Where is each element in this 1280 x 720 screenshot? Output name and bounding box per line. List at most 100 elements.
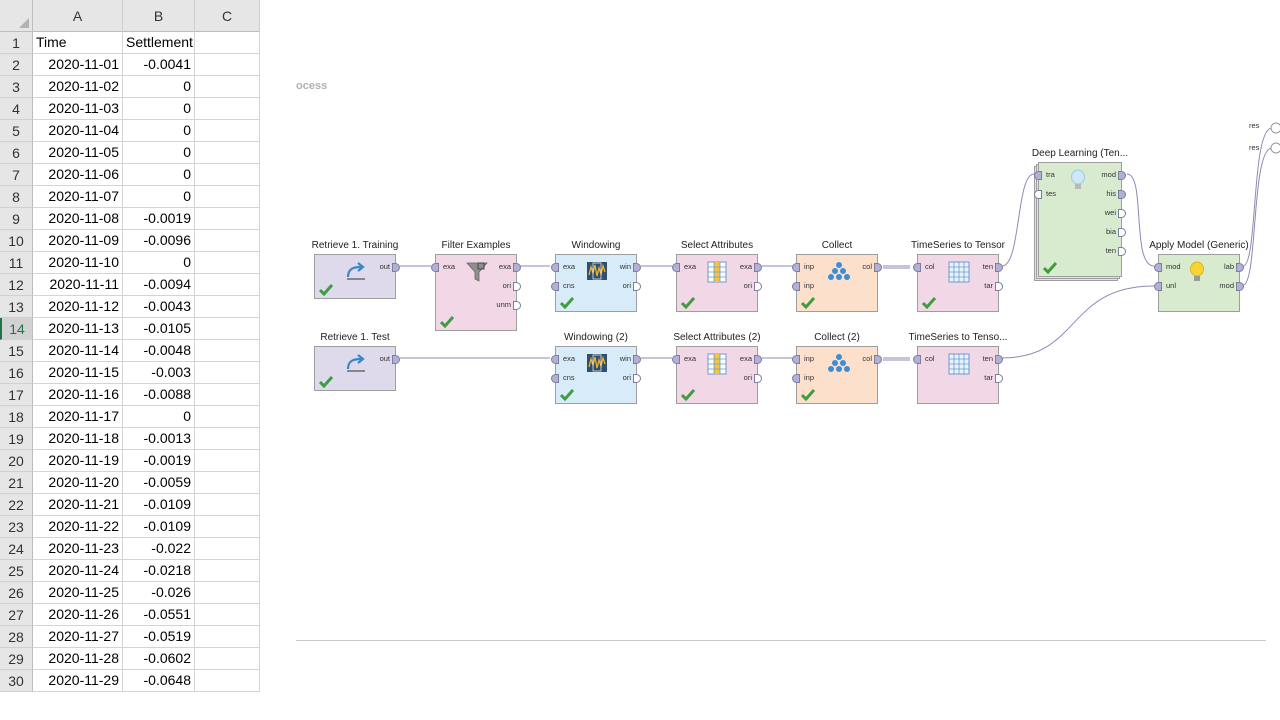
- input-port[interactable]: [551, 263, 559, 272]
- cell-a[interactable]: 2020-11-22: [33, 516, 123, 538]
- cell-a[interactable]: 2020-11-10: [33, 252, 123, 274]
- output-port[interactable]: [874, 263, 882, 272]
- cell-c[interactable]: [195, 648, 260, 670]
- cell-a[interactable]: 2020-11-20: [33, 472, 123, 494]
- cell-b[interactable]: -0.0109: [123, 516, 195, 538]
- cell-a[interactable]: 2020-11-14: [33, 340, 123, 362]
- cell-b[interactable]: -0.0109: [123, 494, 195, 516]
- output-port[interactable]: [633, 355, 641, 364]
- output-port[interactable]: [392, 263, 400, 272]
- output-port[interactable]: [1118, 247, 1126, 256]
- cell-c[interactable]: [195, 428, 260, 450]
- cell-b[interactable]: -0.0551: [123, 604, 195, 626]
- cell-a[interactable]: 2020-11-08: [33, 208, 123, 230]
- cell-a[interactable]: 2020-11-25: [33, 582, 123, 604]
- output-port[interactable]: [754, 263, 762, 272]
- cell-a[interactable]: 2020-11-21: [33, 494, 123, 516]
- cell-a[interactable]: 2020-11-16: [33, 384, 123, 406]
- row-number[interactable]: 21: [0, 472, 33, 494]
- column-header-c[interactable]: C: [195, 0, 260, 32]
- output-port[interactable]: [1236, 263, 1244, 272]
- output-port[interactable]: [1236, 282, 1244, 291]
- input-port[interactable]: [792, 355, 800, 364]
- row-number[interactable]: 30: [0, 670, 33, 692]
- cell-b[interactable]: -0.0648: [123, 670, 195, 692]
- operator-name[interactable]: Deep Learning (Ten...: [1031, 148, 1129, 159]
- input-port[interactable]: [551, 282, 559, 291]
- cell-b[interactable]: -0.0048: [123, 340, 195, 362]
- row-number[interactable]: 5: [0, 120, 33, 142]
- cell-c[interactable]: [195, 516, 260, 538]
- cell-c[interactable]: [195, 604, 260, 626]
- cell-a[interactable]: 2020-11-12: [33, 296, 123, 318]
- output-port[interactable]: [633, 282, 641, 291]
- cell-c[interactable]: [195, 538, 260, 560]
- input-port[interactable]: [1034, 190, 1042, 199]
- operator-name[interactable]: TimeSeries to Tensor: [911, 240, 1005, 251]
- row-number[interactable]: 17: [0, 384, 33, 406]
- row-number[interactable]: 4: [0, 98, 33, 120]
- cell-b[interactable]: 0: [123, 164, 195, 186]
- cell-a[interactable]: 2020-11-13: [33, 318, 123, 340]
- cell-a[interactable]: 2020-11-15: [33, 362, 123, 384]
- cell-a[interactable]: 2020-11-17: [33, 406, 123, 428]
- input-port[interactable]: [672, 355, 680, 364]
- cell-b[interactable]: -0.0043: [123, 296, 195, 318]
- cell-b[interactable]: 0: [123, 186, 195, 208]
- cell-c[interactable]: [195, 208, 260, 230]
- row-number[interactable]: 22: [0, 494, 33, 516]
- operator-name[interactable]: Select Attributes: [680, 240, 754, 251]
- row-number[interactable]: 2: [0, 54, 33, 76]
- input-port[interactable]: [792, 282, 800, 291]
- output-port[interactable]: [513, 282, 521, 291]
- row-number[interactable]: 11: [0, 252, 33, 274]
- output-port[interactable]: [513, 263, 521, 272]
- cell-c[interactable]: [195, 450, 260, 472]
- cell-c[interactable]: [195, 318, 260, 340]
- cell-a[interactable]: 2020-11-19: [33, 450, 123, 472]
- cell-a[interactable]: 2020-11-02: [33, 76, 123, 98]
- cell-c[interactable]: [195, 362, 260, 384]
- output-port[interactable]: [995, 282, 1003, 291]
- output-port[interactable]: [754, 374, 762, 383]
- cell-b[interactable]: -0.003: [123, 362, 195, 384]
- cell-a[interactable]: 2020-11-23: [33, 538, 123, 560]
- select-all-corner[interactable]: [0, 0, 33, 32]
- input-port[interactable]: [1034, 171, 1042, 180]
- cell-a[interactable]: 2020-11-28: [33, 648, 123, 670]
- cell-b[interactable]: -0.0088: [123, 384, 195, 406]
- cell-c[interactable]: [195, 340, 260, 362]
- cell-b[interactable]: 0: [123, 252, 195, 274]
- cell-b[interactable]: Settlement: [123, 32, 195, 54]
- cell-c[interactable]: [195, 560, 260, 582]
- cell-a[interactable]: 2020-11-11: [33, 274, 123, 296]
- cell-c[interactable]: [195, 626, 260, 648]
- cell-c[interactable]: [195, 252, 260, 274]
- row-number[interactable]: 29: [0, 648, 33, 670]
- output-port[interactable]: [754, 282, 762, 291]
- row-number[interactable]: 9: [0, 208, 33, 230]
- input-port[interactable]: [551, 374, 559, 383]
- result-port-1[interactable]: [1270, 122, 1280, 134]
- cell-b[interactable]: 0: [123, 120, 195, 142]
- cell-c[interactable]: [195, 670, 260, 692]
- row-number[interactable]: 28: [0, 626, 33, 648]
- cell-a[interactable]: 2020-11-29: [33, 670, 123, 692]
- cell-c[interactable]: [195, 76, 260, 98]
- row-number[interactable]: 3: [0, 76, 33, 98]
- column-header-a[interactable]: A: [33, 0, 123, 32]
- cell-c[interactable]: [195, 54, 260, 76]
- input-port[interactable]: [913, 263, 921, 272]
- operator-name[interactable]: Filter Examples: [441, 240, 511, 251]
- output-port[interactable]: [1118, 209, 1126, 218]
- input-port[interactable]: [792, 374, 800, 383]
- row-number[interactable]: 6: [0, 142, 33, 164]
- operator-name[interactable]: Select Attributes (2): [673, 332, 761, 343]
- operator-name[interactable]: Collect (2): [814, 332, 860, 343]
- cell-c[interactable]: [195, 164, 260, 186]
